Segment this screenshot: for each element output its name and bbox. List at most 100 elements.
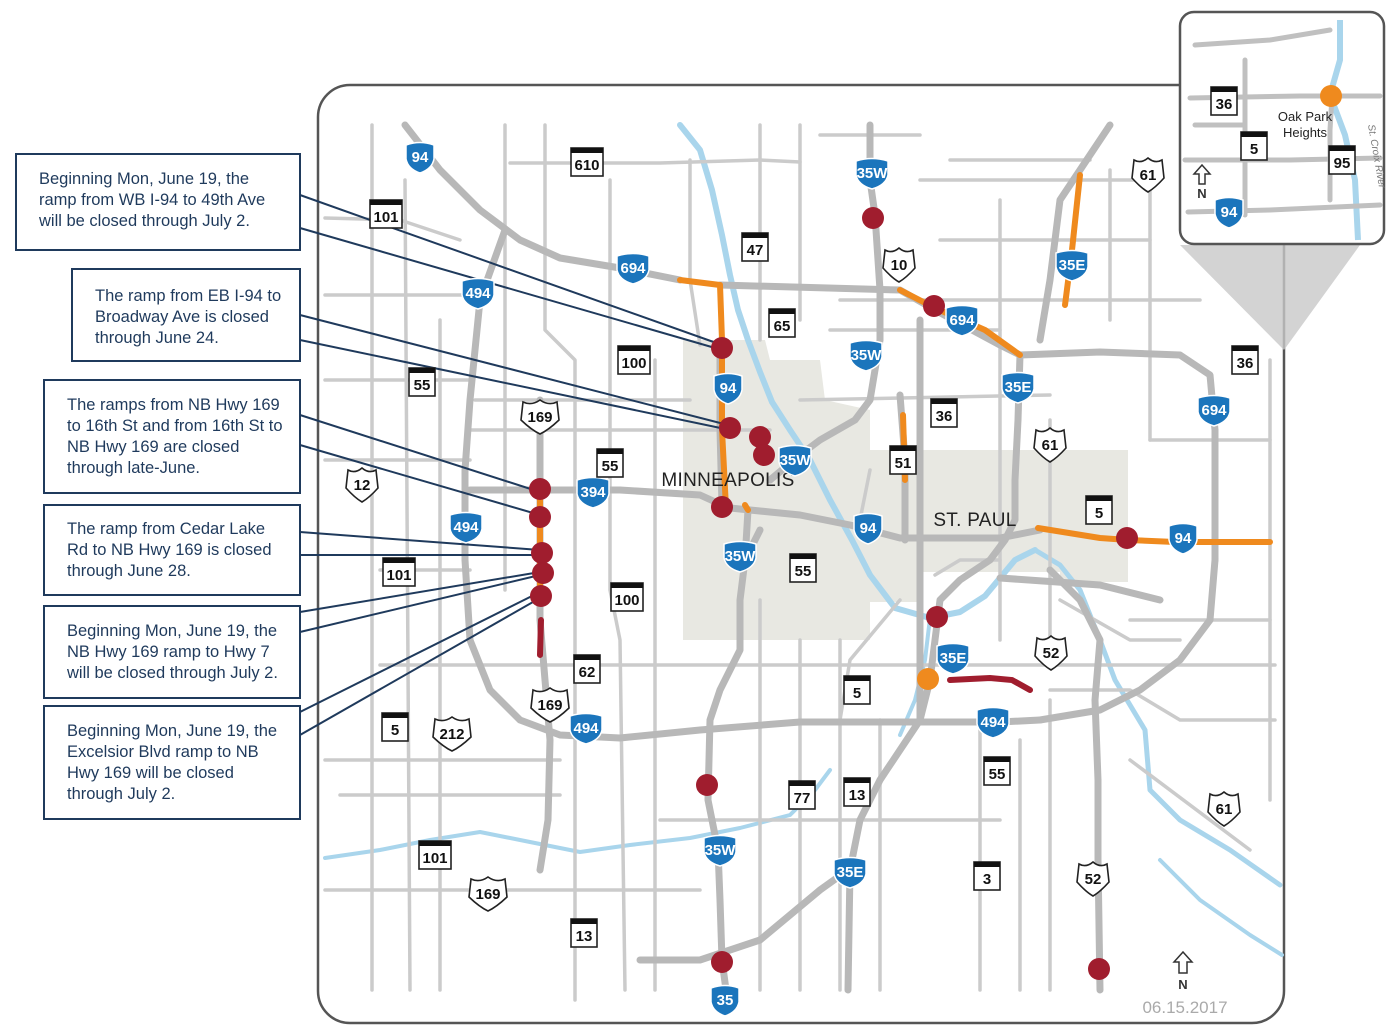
interstate-shield: 494 [449, 511, 483, 544]
interstate-shield: 694 [1197, 394, 1231, 427]
state-route-label: 100 [621, 355, 646, 372]
state-route-label: 47 [747, 242, 764, 259]
interstate-shield: 35W [723, 540, 757, 573]
interstate-shield-label: 494 [465, 285, 491, 302]
interstate-shield: 94 [713, 372, 743, 405]
callout-49th-ave: Beginning Mon, June 19, the ramp from WB… [15, 153, 301, 251]
us-route-shield: 52 [1034, 634, 1068, 671]
state-route-shield: 3 [973, 861, 1001, 891]
north-label: N [1178, 977, 1187, 992]
state-route-shield: 55 [596, 448, 624, 478]
state-route-shield: 95 [1328, 145, 1356, 175]
interstate-shield: 94 [853, 512, 883, 545]
us-route-label: 169 [537, 697, 562, 714]
state-route-shield: 55 [983, 756, 1011, 786]
interstate-shield-label: 394 [580, 484, 606, 501]
state-route-shield: 101 [369, 199, 403, 229]
us-route-shield: 12 [345, 466, 379, 503]
red-segments [537, 617, 1033, 693]
state-route-shield: 5 [1085, 495, 1113, 525]
state-route-label: 5 [391, 722, 399, 739]
interstate-shield: 494 [461, 277, 495, 310]
oak-park-heights-marker [1320, 85, 1342, 107]
state-route-shield: 100 [610, 582, 644, 612]
us-route-label: 12 [354, 477, 371, 494]
us-route-shield: 10 [882, 246, 916, 283]
state-route-label: 36 [936, 408, 953, 425]
state-route-label: 100 [614, 592, 639, 609]
interstate-shield-label: 694 [1201, 402, 1227, 419]
us-route-label: 52 [1085, 871, 1102, 888]
state-route-label: 101 [422, 850, 447, 867]
state-route-label: 13 [849, 787, 866, 804]
interstate-shield-label: 94 [720, 380, 737, 397]
state-route-label: 3 [983, 871, 991, 888]
state-route-label: 5 [1250, 141, 1258, 158]
interstate-shield-label: 35W [705, 842, 737, 859]
state-route-shield: 5 [1240, 131, 1268, 161]
us-route-label: 169 [475, 886, 500, 903]
callout-hwy-7: Beginning Mon, June 19, the NB Hwy 169 r… [43, 605, 301, 699]
state-route-shield: 101 [418, 840, 452, 870]
us-route-shield: 61 [1131, 156, 1165, 193]
interstate-shield-label: 35W [725, 548, 757, 565]
state-route-label: 13 [576, 928, 593, 945]
route-shields: 9469449439435W35E3569449435W35E9435W9449… [345, 86, 1356, 1017]
state-route-shield: 65 [768, 308, 796, 338]
us-route-label: 61 [1140, 167, 1157, 184]
interstate-shield: 35W [703, 834, 737, 867]
state-route-label: 36 [1216, 96, 1233, 113]
us-route-shield: 212 [432, 716, 472, 752]
inset-place-label-2: Heights [1283, 125, 1328, 140]
interstate-shield-label: 494 [573, 720, 599, 737]
us-route-label: 212 [439, 726, 464, 743]
interstate-shield: 94 [1214, 196, 1244, 229]
state-route-label: 101 [386, 567, 411, 584]
state-route-label: 95 [1334, 155, 1351, 172]
closure-markers [529, 207, 1138, 980]
state-route-shield: 610 [570, 147, 604, 177]
state-route-label: 65 [774, 318, 791, 335]
us-route-label: 52 [1043, 645, 1060, 662]
us-route-shield: 169 [468, 876, 508, 912]
interstate-shield: 35E [1055, 249, 1089, 282]
interstate-shield: 35W [778, 444, 812, 477]
state-route-shield: 100 [617, 345, 651, 375]
inset-north-label: N [1197, 186, 1206, 201]
interstate-shield-label: 94 [860, 520, 877, 537]
orange-closure-marker [917, 668, 939, 690]
state-route-shield: 36 [930, 398, 958, 428]
us-route-shield: 61 [1033, 426, 1067, 463]
state-route-label: 55 [602, 458, 619, 475]
interstate-shield: 35W [849, 339, 883, 372]
state-route-shield: 13 [570, 918, 598, 948]
state-route-shield: 5 [381, 712, 409, 742]
interstate-shield: 394 [576, 476, 610, 509]
state-route-label: 62 [579, 664, 596, 681]
inset-place-label-1: Oak Park [1278, 109, 1333, 124]
state-route-shield: 62 [573, 654, 601, 684]
state-route-shield: 55 [408, 367, 436, 397]
interstate-shield: 494 [976, 706, 1010, 739]
interstate-shield: 35W [855, 157, 889, 190]
state-route-label: 77 [794, 790, 811, 807]
state-route-label: 5 [853, 685, 861, 702]
us-route-label: 10 [891, 257, 908, 274]
state-route-shield: 47 [741, 232, 769, 262]
callout-16th-st: The ramps from NB Hwy 169 to 16th St and… [43, 379, 301, 494]
interstate-shield-label: 35 [717, 992, 734, 1009]
state-route-label: 55 [795, 563, 812, 580]
us-route-shield: 169 [520, 399, 560, 435]
state-route-label: 36 [1237, 355, 1254, 372]
state-route-shield: 101 [382, 557, 416, 587]
interstate-shield-label: 35E [940, 650, 967, 667]
interstate-shield: 35 [710, 984, 740, 1017]
interstate-shield-label: 494 [453, 519, 479, 536]
inset-map: Oak Park Heights St. Croix River N [1178, 10, 1387, 350]
state-route-shield: 36 [1231, 345, 1259, 375]
interstate-shield: 35E [1001, 371, 1035, 404]
interstate-shield-label: 94 [412, 149, 429, 166]
us-route-label: 61 [1216, 801, 1233, 818]
state-route-shield: 5 [843, 675, 871, 705]
